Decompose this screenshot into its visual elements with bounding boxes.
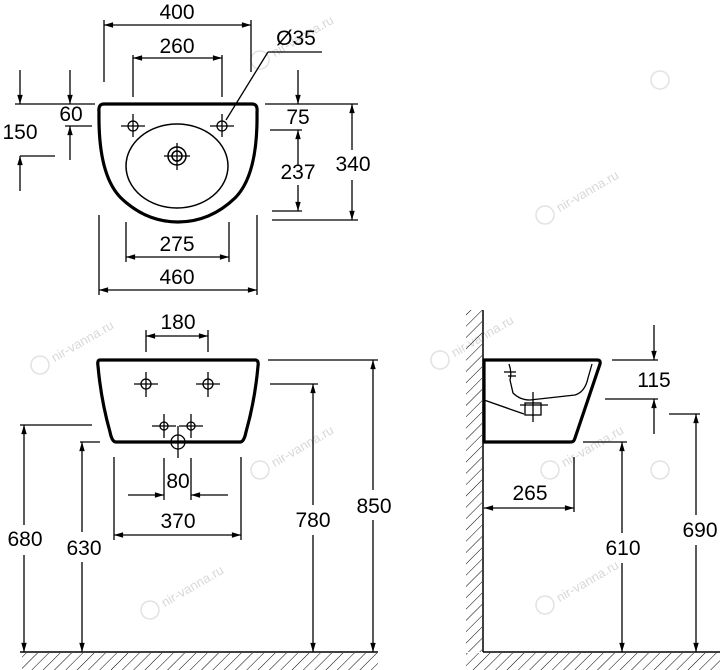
dim-265: 265 [512, 482, 547, 505]
basin-outline-side [482, 358, 602, 444]
dim-340: 340 [335, 153, 370, 176]
fixing-hole-left [134, 372, 158, 397]
dim-115: 115 [637, 369, 670, 392]
tap-hole-right [210, 114, 234, 137]
waste-holes [152, 414, 203, 458]
tap-hole-left [121, 114, 145, 137]
watermarks: nir-vannа.ru nir-vannа.ru nir-vannа.ru n… [30, 12, 670, 620]
svg-text:nir-vannа.ru: nir-vannа.ru [554, 167, 622, 215]
svg-text:nir-vannа.ru: nir-vannа.ru [554, 557, 622, 605]
dim-370: 370 [160, 510, 195, 533]
wall-hatch [466, 310, 482, 652]
side-elevation: 115 265 610 690 [466, 310, 720, 670]
dim-630: 630 [66, 537, 101, 560]
dim-150: 150 [2, 121, 37, 144]
dim-460: 460 [159, 266, 194, 289]
bowl-outline [125, 123, 229, 209]
dim-80: 80 [166, 470, 189, 493]
front-elevation: 180 80 370 680 630 780 850 [7, 311, 392, 670]
dim-60: 60 [59, 103, 82, 126]
dim-780: 780 [295, 509, 330, 532]
dim-diameter-35: Ø35 [276, 27, 316, 50]
floor-hatch [22, 653, 378, 670]
plan-view: 400 260 Ø35 150 60 75 237 340 [2, 1, 371, 295]
dim-237: 237 [280, 161, 315, 184]
dim-400: 400 [159, 1, 194, 24]
svg-text:nir-vannа.ru: nir-vannа.ru [559, 422, 627, 470]
bowl-inner-profile [508, 363, 593, 401]
dim-680: 680 [7, 528, 42, 551]
dim-180: 180 [160, 311, 195, 334]
dim-610: 610 [605, 537, 640, 560]
dim-850: 850 [356, 495, 391, 518]
svg-text:nir-vannа.ru: nir-vannа.ru [159, 562, 227, 610]
basin-outline-front [96, 358, 260, 444]
basin-outline-plan [97, 102, 259, 224]
dim-260: 260 [159, 35, 194, 58]
dim-690: 690 [682, 519, 717, 542]
dim-275: 275 [159, 233, 194, 256]
svg-text:nir-vannа.ru: nir-vannа.ru [269, 422, 337, 470]
drain-icon [164, 143, 190, 170]
fixing-hole-right [196, 372, 220, 397]
dim-75: 75 [286, 106, 309, 129]
svg-text:nir-vannа.ru: nir-vannа.ru [49, 317, 117, 365]
